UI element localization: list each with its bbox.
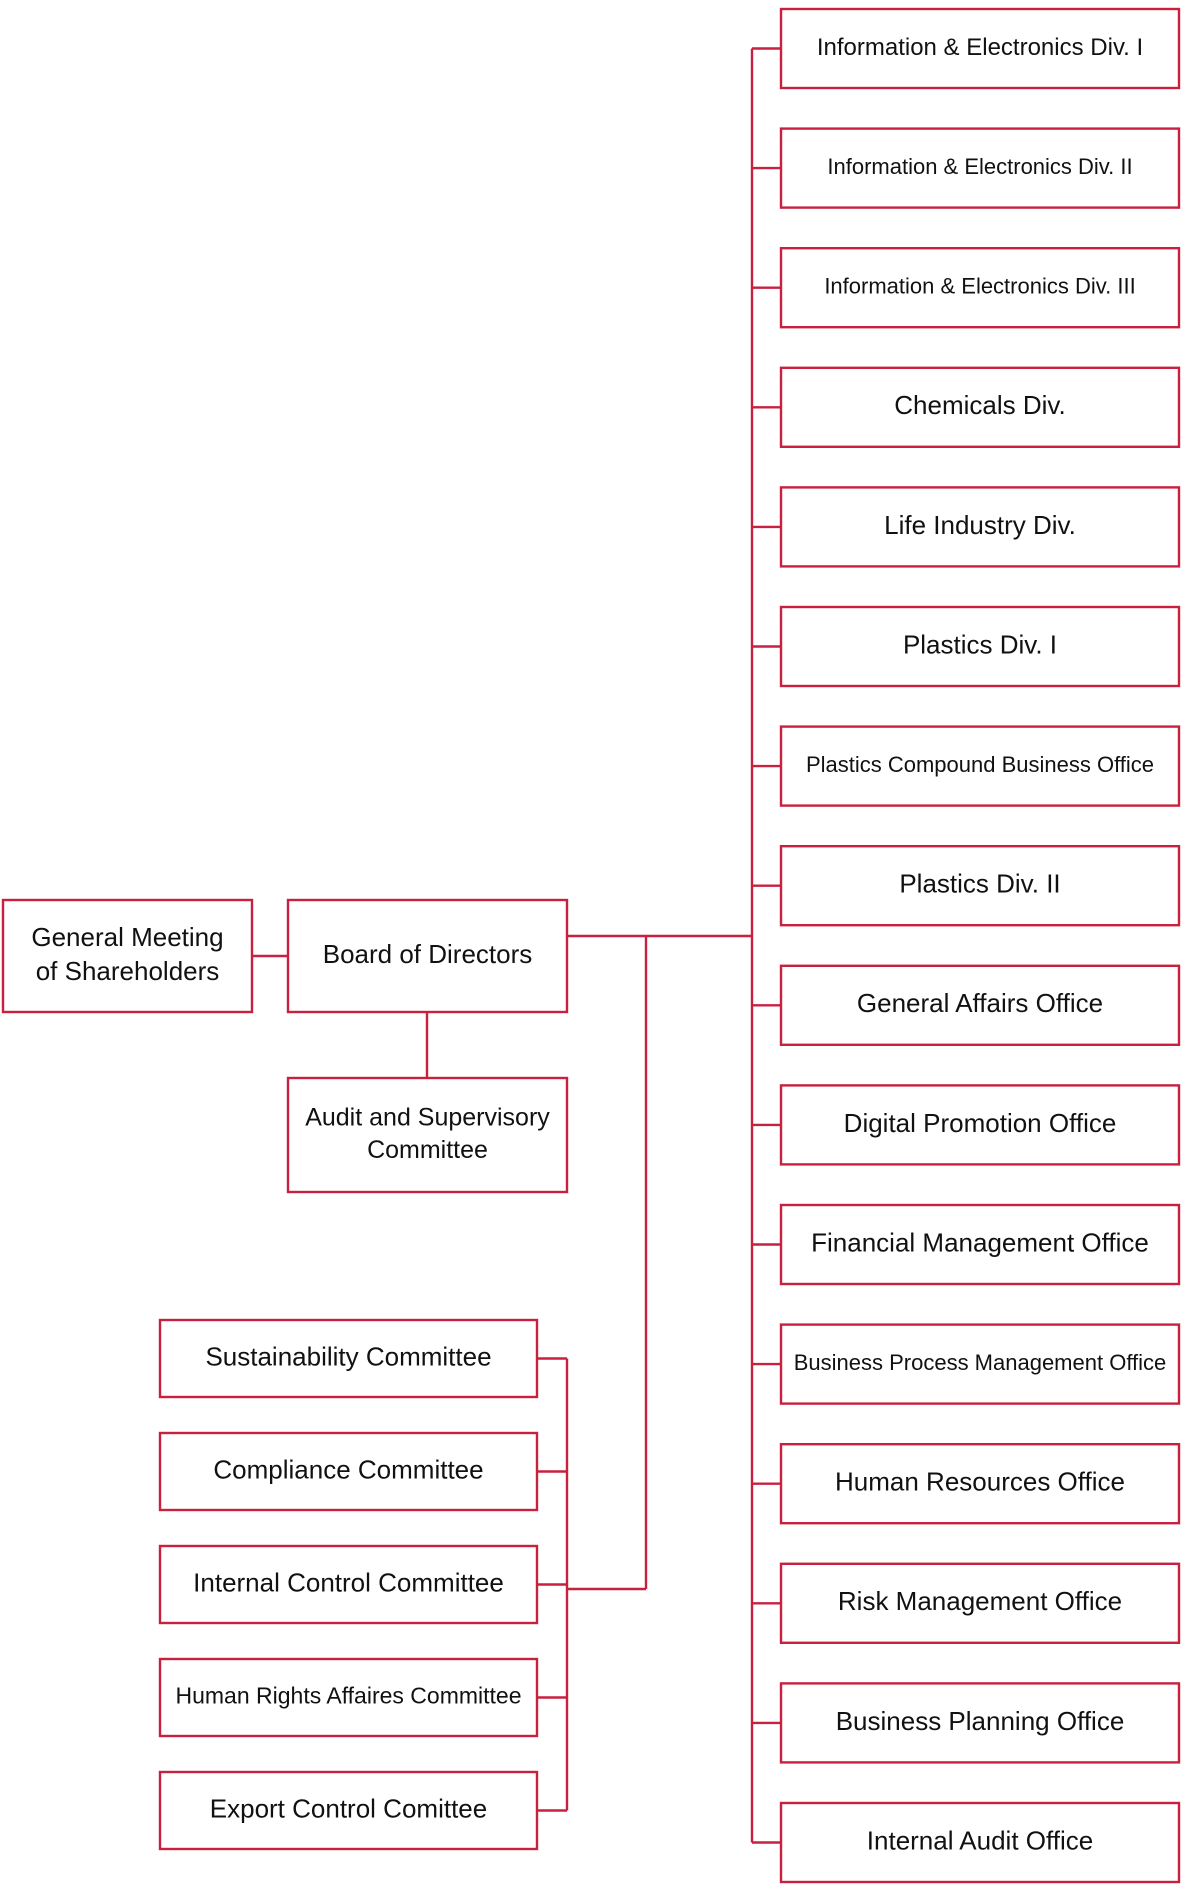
division-10-label: Financial Management Office xyxy=(811,1227,1149,1257)
division-12-label: Human Resources Office xyxy=(835,1467,1125,1497)
division-2-box xyxy=(779,246,1181,329)
committee-3-box xyxy=(158,1657,539,1738)
division-0-label: Information & Electronics Div. I xyxy=(817,34,1143,61)
committee-4-label: Export Control Comittee xyxy=(210,1793,487,1823)
committee-2-label: Internal Control Committee xyxy=(193,1567,504,1597)
division-7-box xyxy=(779,845,1181,927)
division-13-label: Risk Management Office xyxy=(838,1586,1122,1616)
committee-0-box xyxy=(158,1318,539,1399)
committee-1-label: Compliance Committee xyxy=(213,1454,483,1484)
division-13-box xyxy=(779,1562,1181,1645)
division-12-box xyxy=(779,1442,1181,1525)
division-5-box xyxy=(779,605,1181,688)
committee-0-label: Sustainability Committee xyxy=(205,1341,491,1371)
division-14-box xyxy=(779,1682,1181,1764)
division-5-label: Plastics Div. I xyxy=(903,629,1057,659)
division-11-label: Business Process Management Office xyxy=(794,1350,1167,1375)
division-1-box xyxy=(779,127,1181,209)
division-0-box xyxy=(779,7,1181,90)
committee-1-box xyxy=(158,1431,539,1512)
audit-supervisory-committee-box xyxy=(286,1076,569,1194)
division-9-box xyxy=(779,1084,1181,1166)
board-of-directors-box xyxy=(286,898,569,1014)
division-10-box xyxy=(779,1203,1181,1286)
division-15-label: Internal Audit Office xyxy=(867,1825,1093,1855)
division-3-box xyxy=(779,366,1181,448)
division-4-label: Life Industry Div. xyxy=(884,510,1076,540)
general-meeting-of-shareholders-label: General Meeting xyxy=(31,922,223,952)
audit-supervisory-committee-label: Audit and Supervisory xyxy=(305,1103,550,1131)
division-3-label: Chemicals Div. xyxy=(894,390,1065,420)
division-6-box xyxy=(779,725,1181,807)
board-of-directors-label: Board of Directors xyxy=(323,939,533,969)
division-8-box xyxy=(779,964,1181,1046)
division-7-label: Plastics Div. II xyxy=(899,869,1060,899)
division-14-label: Business Planning Office xyxy=(836,1706,1125,1736)
division-9-label: Digital Promotion Office xyxy=(844,1108,1117,1138)
division-2-label: Information & Electronics Div. III xyxy=(824,274,1135,299)
committee-2-box xyxy=(158,1544,539,1625)
committee-4-box xyxy=(158,1770,539,1851)
division-8-label: General Affairs Office xyxy=(857,988,1103,1018)
division-4-box xyxy=(779,486,1181,568)
division-15-box xyxy=(779,1801,1181,1884)
general-meeting-of-shareholders-label: of Shareholders xyxy=(36,956,220,986)
audit-supervisory-committee-label: Committee xyxy=(367,1136,488,1164)
committee-3-label: Human Rights Affaires Committee xyxy=(176,1683,522,1709)
general-meeting-of-shareholders-box xyxy=(1,898,254,1014)
division-6-label: Plastics Compound Business Office xyxy=(806,752,1154,777)
division-1-label: Information & Electronics Div. II xyxy=(827,154,1132,179)
division-11-box xyxy=(779,1323,1181,1405)
